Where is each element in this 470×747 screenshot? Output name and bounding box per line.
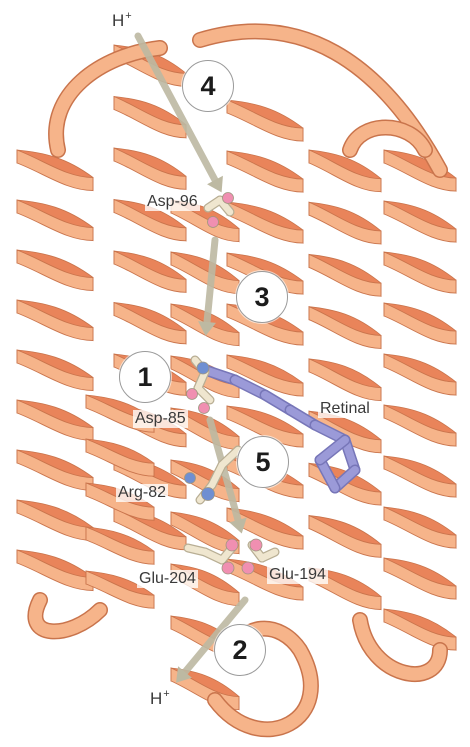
glu-204-oxygen-a <box>226 539 238 551</box>
helix-far-right <box>384 150 456 650</box>
arg-82-nitrogen-b <box>185 473 196 484</box>
step-1-marker: 1 <box>119 351 171 403</box>
asp-85-oxygen-a <box>187 389 198 400</box>
glu-194-oxygen-a <box>250 539 262 551</box>
schiff-base-nitrogen <box>197 362 209 374</box>
glu-204-oxygen-b <box>222 562 234 574</box>
asp-85-label: Asp-85 <box>133 410 188 428</box>
asp-96-oxygen-b <box>208 217 219 228</box>
step-2-marker: 2 <box>214 624 266 676</box>
asp-96-oxygen-a <box>223 193 234 204</box>
glu-204-sidechain <box>188 548 232 560</box>
asp-96-label: Asp-96 <box>145 193 200 211</box>
retinal-label: Retinal <box>318 400 372 418</box>
step-3-marker: 3 <box>236 271 288 323</box>
arg-82-nitrogen-a <box>202 488 215 501</box>
helix-far-left <box>17 150 93 591</box>
step-5-marker: 5 <box>237 436 289 488</box>
step-4-marker: 4 <box>182 60 234 112</box>
proton-in-label: H+ <box>112 12 132 32</box>
helix-right <box>309 150 381 610</box>
asp-85-oxygen-b <box>199 403 210 414</box>
glu-194-label: Glu-194 <box>267 566 328 584</box>
proton-out-label: H+ <box>150 690 170 710</box>
glu-194-oxygen-b <box>242 562 254 574</box>
glu-204-label: Glu-204 <box>137 570 198 588</box>
arg-82-label: Arg-82 <box>116 484 168 502</box>
